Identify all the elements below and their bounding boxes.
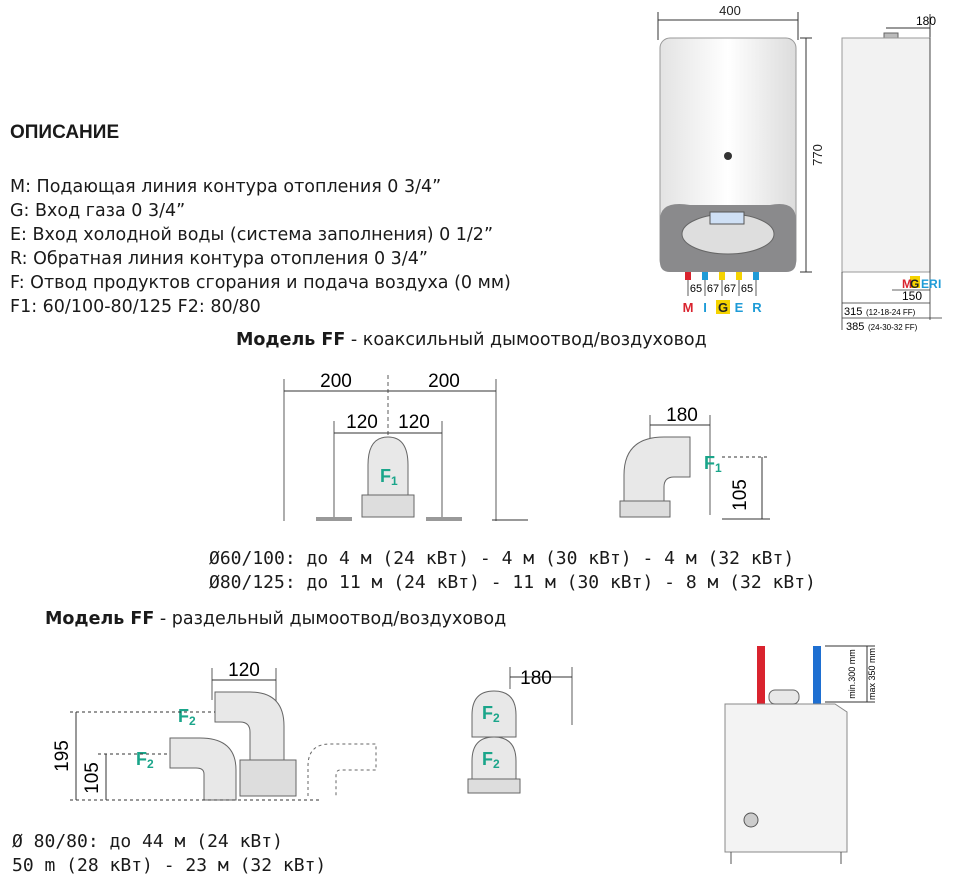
side-letter-g: G <box>910 277 919 291</box>
separate-front-label-lower: F2 <box>482 749 500 771</box>
pipe-connector <box>753 272 759 280</box>
boiler-height-label: 770 <box>810 144 825 166</box>
pipe-spacing-3: 67 <box>724 283 736 295</box>
coaxial-flue-label: F1 <box>380 466 398 488</box>
separate-front-drawing: 180 F2 F2 <box>467 667 573 794</box>
side-letter-r: R <box>929 277 938 291</box>
description-heading: ОПИСАНИЕ <box>10 122 120 143</box>
side-depth-label: 180 <box>916 14 936 28</box>
separate-dim-105: 105 <box>82 762 103 794</box>
boiler-front-drawing: 400 770 65 67 67 65 M I G E R <box>657 3 825 315</box>
side-depth-large: 385 <box>846 321 864 333</box>
description-line-m: M: Подающая линия контура отопления 0 3/… <box>10 177 442 197</box>
side-letter-i: I <box>938 277 941 291</box>
side-letter-e: E <box>921 277 929 291</box>
coaxial-elbow <box>623 436 691 506</box>
coaxial-spec-80: Ø80/125: до 11 м (24 кВт) - 11 м (30 кВт… <box>209 572 816 593</box>
boiler-width-label: 400 <box>719 3 741 18</box>
boiler-pipe-connectors <box>685 272 759 280</box>
boiler-logo-dot <box>724 152 732 160</box>
clearance-min: min.300 mm <box>847 649 857 699</box>
pipe-connector <box>719 272 725 280</box>
description-line-e: E: Вход холодной воды (система заполнени… <box>10 225 494 245</box>
boiler-side-body <box>841 37 931 273</box>
separate-title-bold: Модель FF <box>45 609 155 629</box>
pipe-spacing-4: 65 <box>741 283 753 295</box>
boiler-lcd-screen <box>709 211 745 225</box>
coaxial-dim-left: 200 <box>320 371 352 392</box>
description-line-g: G: Вход газа 0 3/4” <box>10 201 186 221</box>
coaxial-dim-inner-left: 120 <box>346 412 378 433</box>
side-depth-small: 315 <box>844 306 862 318</box>
separate-spec-1: Ø 80/80: до 44 м (24 кВт) <box>12 831 283 852</box>
coaxial-spec-60: Ø60/100: до 4 м (24 кВт) - 4 м (30 кВт) … <box>209 548 795 569</box>
separate-front-label-upper: F2 <box>482 703 500 725</box>
separate-ghost-elbow <box>307 743 377 796</box>
pipe-spacing-1: 65 <box>690 283 702 295</box>
separate-flue-label-upper: F2 <box>178 706 196 728</box>
separate-dim-top: 120 <box>228 660 260 681</box>
boiler-iso-knob <box>743 812 759 828</box>
separate-dim-front: 180 <box>520 668 552 689</box>
separate-spec-2: 50 m (28 кВт) - 23 м (32 кВт) <box>12 855 327 876</box>
coaxial-side-flue-label: F1 <box>704 453 722 475</box>
pipe-letter-i: I <box>703 300 707 315</box>
coaxial-side-dim-v: 105 <box>730 479 751 511</box>
coaxial-drawing: 200 200 120 120 F1 180 F1 105 <box>283 371 770 521</box>
boiler-iso-drawing: min.300 mm max 350 mm <box>724 645 877 864</box>
coaxial-side-dim-h: 180 <box>666 405 698 426</box>
pipe-letter-r: R <box>752 300 762 315</box>
coaxial-title: Модель FF - коаксильный дымоотвод/воздух… <box>236 330 707 350</box>
description-line-f1f2: F1: 60/100-80/125 F2: 80/80 <box>10 297 261 317</box>
pipe-letter-e: E <box>735 300 744 315</box>
coaxial-title-bold: Модель FF <box>236 330 346 350</box>
pipe-letter-m: M <box>683 300 694 315</box>
boiler-iso-flue <box>768 689 800 705</box>
side-depth-large-note: (24-30-32 FF) <box>868 323 918 332</box>
separate-title: Модель FF - раздельный дымоотвод/воздухо… <box>45 609 506 629</box>
separate-flue-label-lower: F2 <box>136 749 154 771</box>
separate-title-rest: - раздельный дымоотвод/воздуховод <box>154 609 507 629</box>
pipe-connector <box>736 272 742 280</box>
separate-dim-195: 195 <box>52 740 73 772</box>
description-list: M: Подающая линия контура отопления 0 3/… <box>10 175 511 319</box>
side-letter-m: M <box>902 277 912 291</box>
description-line-f: F: Отвод продуктов сгорания и подача воз… <box>10 273 511 293</box>
hot-pipe <box>757 646 765 706</box>
separate-elbow-lower <box>169 737 237 801</box>
boiler-iso-body <box>724 703 848 853</box>
separate-front-terminal-upper <box>471 690 517 738</box>
side-offset-label: 150 <box>902 289 922 303</box>
cold-pipe <box>813 646 821 706</box>
coaxial-dim-inner-right: 120 <box>398 412 430 433</box>
description-line-r: R: Обратная линия контура отопления 0 3/… <box>10 249 428 269</box>
side-depth-small-note: (12-18-24 FF) <box>866 308 916 317</box>
separate-front-terminal-lower <box>471 736 517 784</box>
pipe-connector <box>702 272 708 280</box>
pipe-spacing-2: 67 <box>707 283 719 295</box>
pipe-connector <box>685 272 691 280</box>
coaxial-spec-list: Ø60/100: до 4 м (24 кВт) - 4 м (30 кВт) … <box>209 547 816 595</box>
coaxial-dim-right: 200 <box>428 371 460 392</box>
clearance-max: max 350 mm <box>867 648 877 700</box>
boiler-side-drawing: 180 M G E R I 150 315 (12-18-24 FF) 385 … <box>841 14 942 333</box>
separate-drawing: 120 F2 F2 195 105 <box>52 660 377 801</box>
separate-spec-list: Ø 80/80: до 44 м (24 кВт) 50 m (28 кВт) … <box>12 830 326 878</box>
coaxial-title-rest: - коаксильный дымоотвод/воздуховод <box>345 330 707 350</box>
pipe-letter-g: G <box>718 300 728 315</box>
coaxial-flue-collar <box>361 494 415 518</box>
